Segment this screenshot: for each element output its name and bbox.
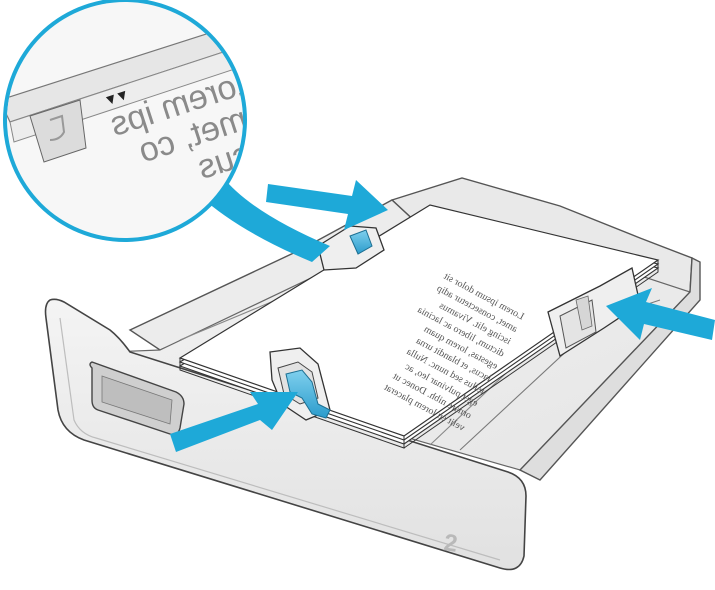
tray-right-wall [518,256,701,481]
direction-arrows [170,180,715,452]
fill-limit-marker: ▼ ▼ [105,88,129,107]
front-guide-blue-tab[interactable] [285,369,331,419]
arrow-up-front [170,392,298,452]
arrow-left-right-side [606,288,715,340]
tray-number-label: 2 [442,529,459,558]
arrow-right-top [266,180,388,230]
magnifier-callout: ▼ ▼ Lorem ips amet, co lacus tel [3,0,330,262]
tray-front-panel [44,298,527,571]
rear-paper-guide[interactable] [547,267,641,358]
side-guide-blue-tab[interactable] [349,229,373,255]
